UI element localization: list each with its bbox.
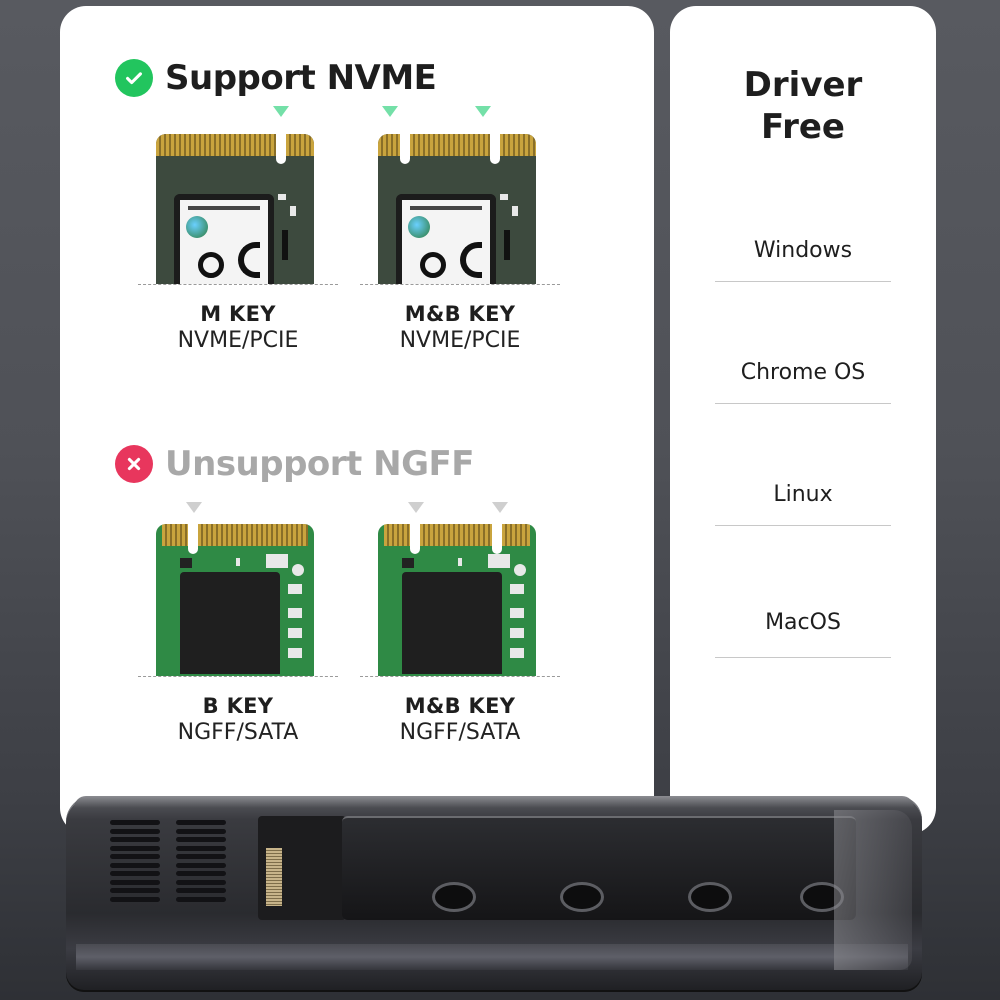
unsupported-title: Unsupport NGFF [165, 444, 474, 484]
notch-marker-icon [273, 106, 289, 117]
os-label: Chrome OS [740, 360, 866, 385]
card-protocol-label: NVME/PCIE [177, 328, 299, 353]
card-nvme-m-key: M KEY NVME/PCIE [138, 98, 338, 353]
divider [715, 657, 891, 658]
os-item-chrome-os: Chrome OS [715, 360, 891, 404]
title-line-1: Driver [743, 65, 863, 105]
supported-heading: Support NVME [115, 58, 437, 98]
card-nvme-mb-key: M&B KEY NVME/PCIE [360, 98, 560, 353]
card-protocol-label: NVME/PCIE [399, 328, 521, 353]
vent-grille [176, 820, 226, 902]
card-key-label: B KEY [202, 694, 274, 718]
notch-marker-icon [408, 502, 424, 513]
supported-title: Support NVME [165, 58, 437, 98]
card-protocol-label: NGFF/SATA [399, 720, 521, 745]
card-key-label: M&B KEY [404, 302, 516, 326]
vent-grille [110, 820, 160, 902]
os-item-windows: Windows [715, 238, 891, 282]
card-protocol-label: NGFF/SATA [177, 720, 299, 745]
nvme-ssd-m-key-image [138, 98, 338, 288]
os-label: Linux [773, 482, 833, 507]
nvme-ssd-mb-key-image [360, 98, 560, 288]
ngff-ssd-b-key-image [138, 494, 338, 680]
os-item-macos: MacOS [715, 610, 891, 658]
check-circle-icon [115, 59, 153, 97]
ngff-ssd-mb-key-image [360, 494, 560, 680]
compatibility-panel: Support NVME M KEY NVME/PCIE [60, 6, 654, 834]
m2-connector [266, 848, 282, 906]
card-key-label: M&B KEY [404, 694, 516, 718]
driver-free-panel: Driver Free Windows Chrome OS Linux MacO… [670, 6, 936, 834]
divider [715, 525, 891, 526]
card-ngff-b-key: B KEY NGFF/SATA [138, 494, 338, 745]
card-ngff-mb-key: M&B KEY NGFF/SATA [360, 494, 560, 745]
divider [715, 281, 891, 282]
x-circle-icon [115, 445, 153, 483]
divider [715, 403, 891, 404]
os-label: Windows [753, 238, 853, 263]
unsupported-heading: Unsupport NGFF [115, 444, 474, 484]
m2-slot [258, 816, 346, 920]
notch-marker-icon [382, 106, 398, 117]
ssd-enclosure-image [66, 796, 922, 992]
notch-marker-icon [475, 106, 491, 117]
os-item-linux: Linux [715, 482, 891, 526]
os-label: MacOS [765, 610, 841, 635]
driver-free-title: Driver Free [670, 64, 936, 148]
notch-marker-icon [492, 502, 508, 513]
notch-marker-icon [186, 502, 202, 513]
title-line-2: Free [761, 107, 845, 147]
ssd-tray [342, 816, 856, 920]
card-key-label: M KEY [200, 302, 276, 326]
